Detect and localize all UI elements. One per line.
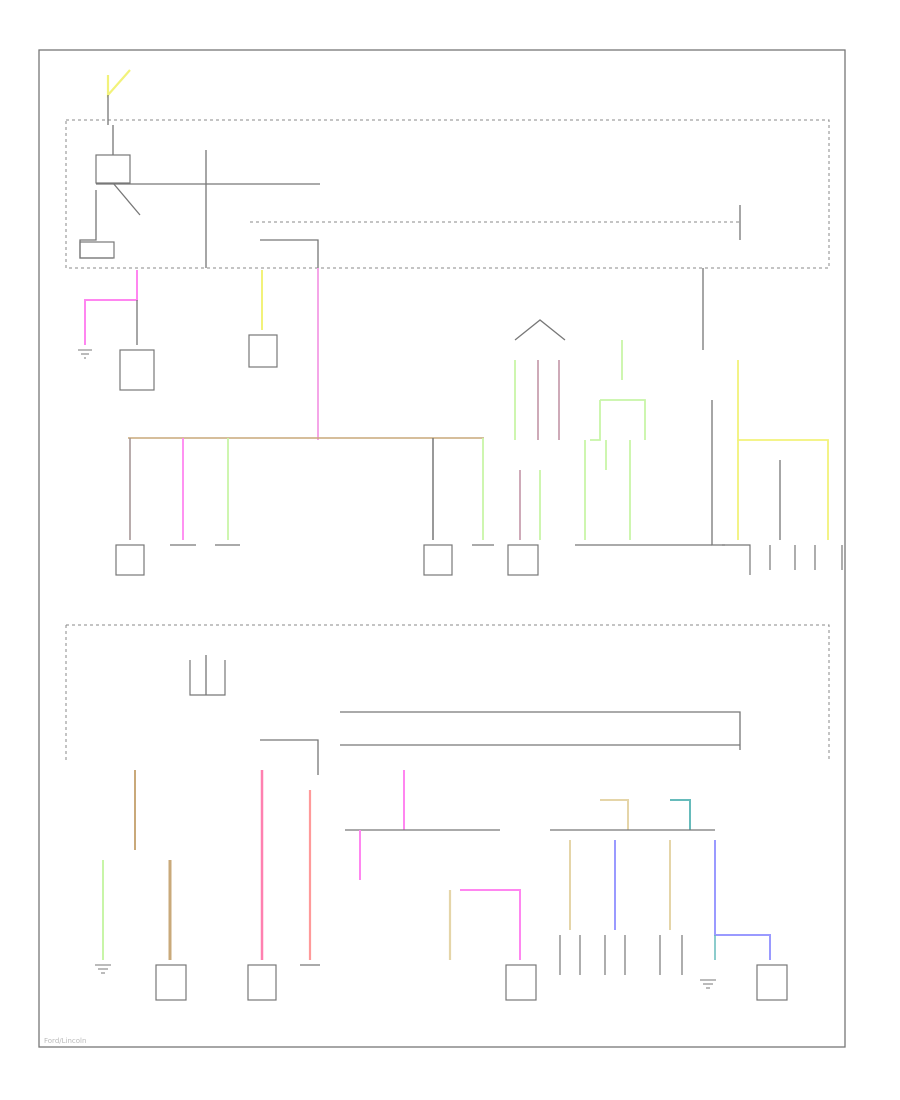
lower-right-comp-2 <box>604 935 626 975</box>
upper-junction-box <box>65 119 830 269</box>
right-vertical <box>711 400 725 546</box>
switch-arm <box>112 182 141 216</box>
component-left <box>119 349 155 391</box>
lamp-1 <box>115 544 145 576</box>
lamp-6 <box>507 544 539 576</box>
right-comp-3 <box>814 545 843 570</box>
right-yellow <box>737 360 829 540</box>
lower-bus-1 <box>340 711 741 750</box>
relay-output <box>79 190 113 259</box>
relay-component <box>95 154 131 184</box>
right-comp-1 <box>722 544 751 575</box>
lower-magenta-2 <box>460 889 521 960</box>
lower-comp-4 <box>505 964 537 1001</box>
lamp-4 <box>423 544 453 576</box>
lower-comp-2 <box>247 964 277 1001</box>
lower-junction-box <box>65 624 830 760</box>
right-comp-2 <box>769 545 796 570</box>
lower-comp-1 <box>155 964 187 1001</box>
component-center <box>248 334 278 368</box>
wire-magenta-left <box>84 270 138 345</box>
lower-bus-3 <box>260 739 319 775</box>
lower-right-comp-1 <box>559 935 581 975</box>
diagram-frame <box>38 49 846 1048</box>
green-split <box>590 399 646 441</box>
lower-relay <box>189 660 226 696</box>
lower-right-teal-feed <box>670 799 691 830</box>
bus-horizontal-2 <box>260 239 319 268</box>
module-block <box>79 241 115 259</box>
lower-right-blue-2 <box>714 840 771 960</box>
wire-yellow-top <box>106 69 131 98</box>
ground-icon <box>78 349 92 359</box>
lower-right-tan-feed <box>600 799 629 830</box>
corner-note: Ford/Lincoln <box>44 1037 86 1045</box>
lower-right-comp-4 <box>756 964 788 1001</box>
ground-icon <box>95 964 111 974</box>
mid-connector-top <box>514 319 566 341</box>
lower-right-comp-3 <box>659 935 683 975</box>
ground-icon <box>700 979 716 989</box>
